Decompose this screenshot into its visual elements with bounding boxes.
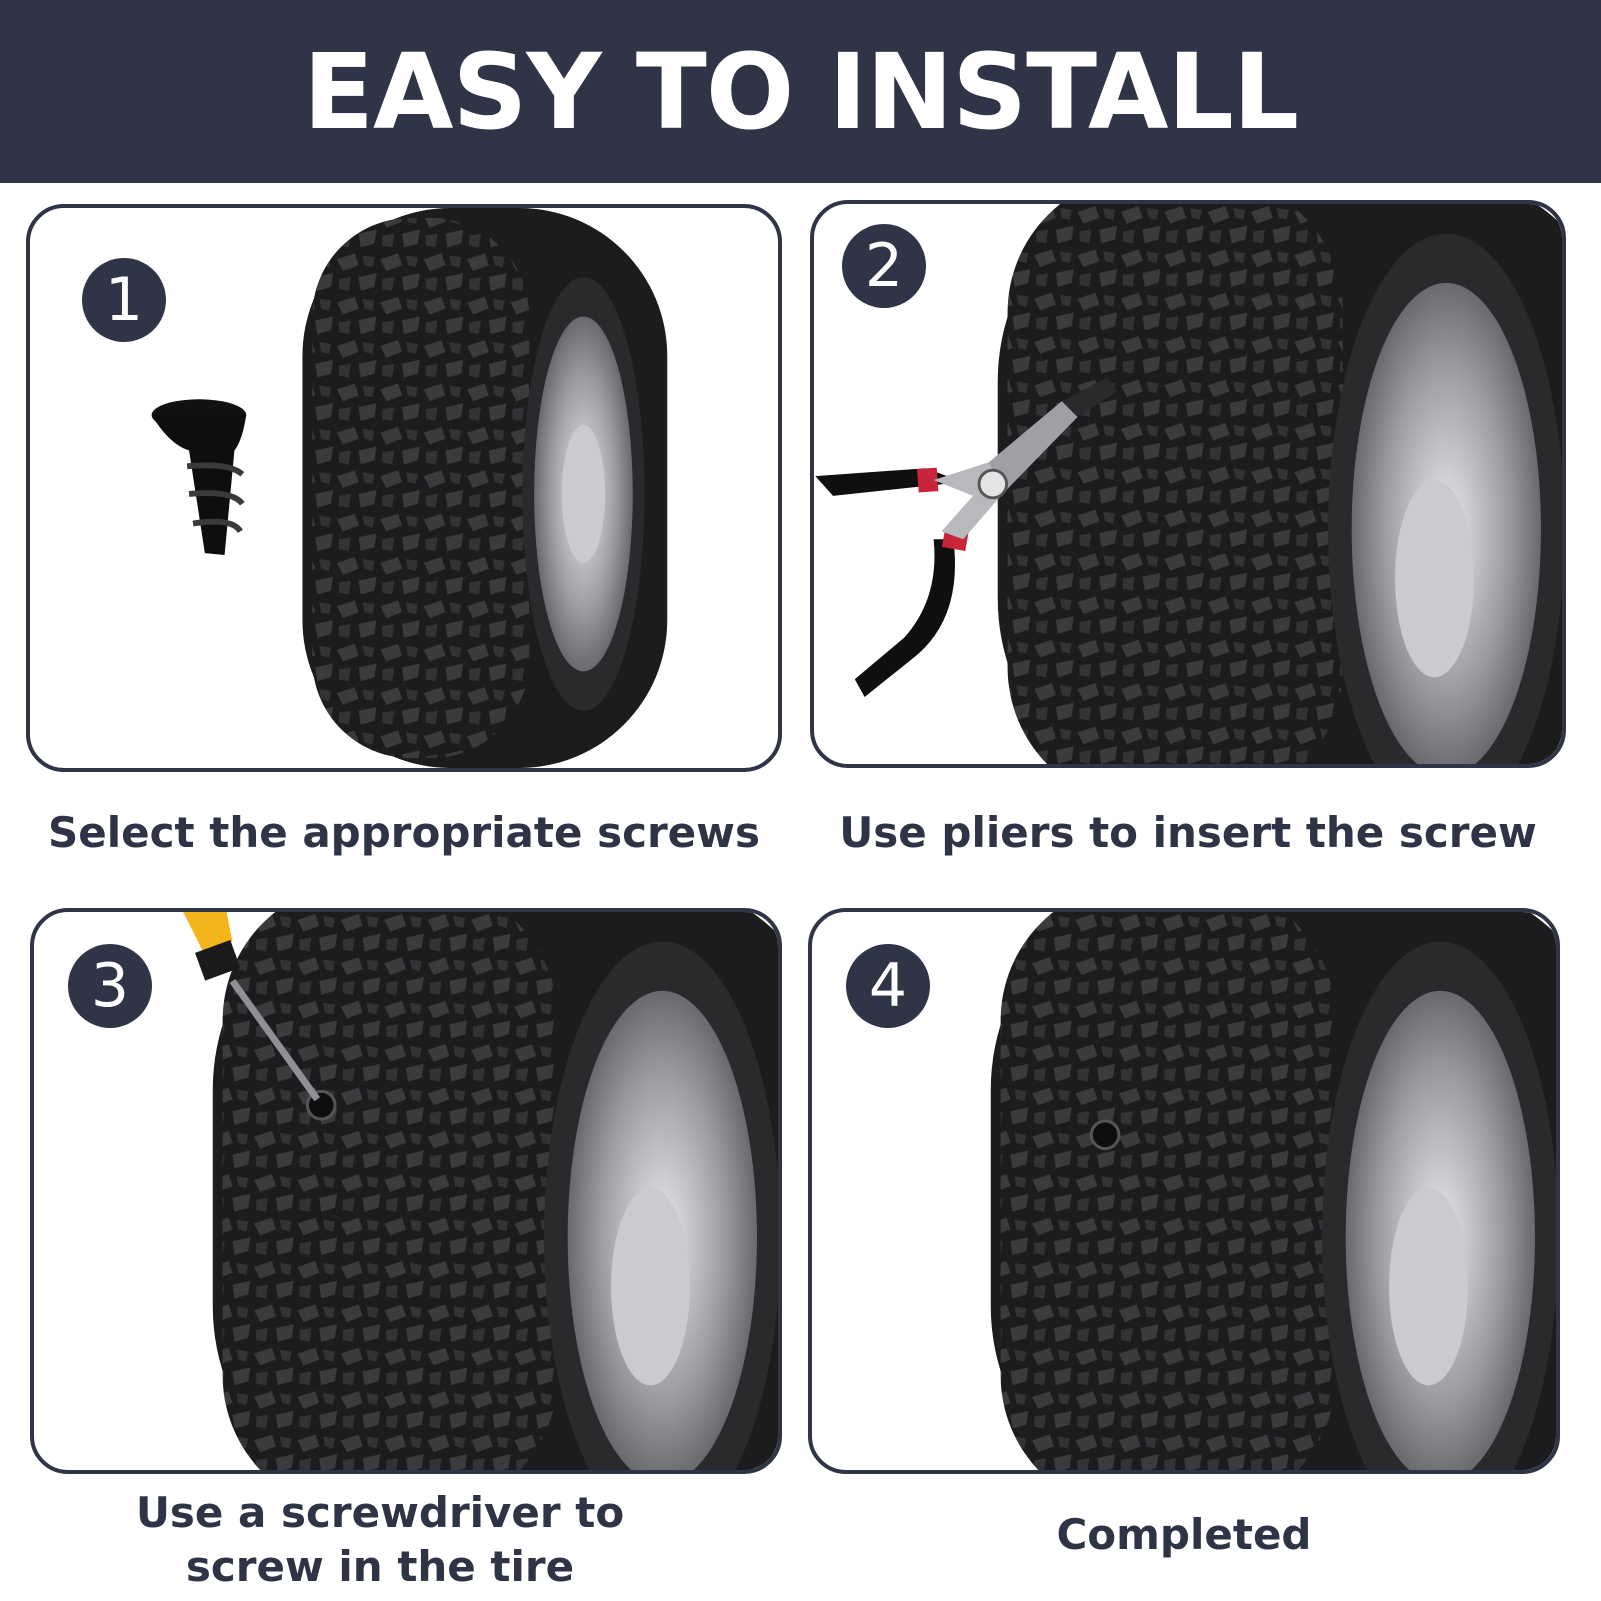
wheel-hub (611, 1188, 690, 1386)
header-banner: EASY TO INSTALL (0, 0, 1601, 183)
page-title: EASY TO INSTALL (302, 30, 1299, 153)
pliers-icon (815, 377, 1118, 697)
step-number-badge: 1 (82, 258, 166, 342)
tire-tread (312, 217, 530, 759)
step-4-panel: 4 (808, 908, 1560, 1474)
step-2-caption: Use pliers to insert the screw (839, 808, 1537, 857)
inserted-screw (1089, 1119, 1121, 1151)
step-number-badge: 2 (842, 224, 926, 308)
step-3-panel: 3 (30, 908, 782, 1474)
wheel-hub (1395, 480, 1474, 678)
tire-tread (1000, 912, 1336, 1470)
wheel-hub (561, 424, 606, 563)
step-1-panel: 1 (26, 204, 782, 772)
tire-tread (1007, 204, 1343, 764)
step-number-badge: 3 (68, 944, 152, 1028)
wheel-hub (1389, 1188, 1468, 1386)
rubber-screw-icon (151, 399, 247, 556)
step-4-caption: Completed (1056, 1510, 1312, 1559)
step-3-caption: Use a screwdriver to screw in the tire (135, 1488, 625, 1591)
tire-illustration (212, 912, 778, 1470)
screwdriver-icon (183, 912, 321, 1102)
tire-illustration (997, 204, 1562, 764)
step-1-caption: Select the appropriate screws (48, 808, 760, 857)
step-2-panel: 2 (810, 200, 1566, 768)
tire-illustration (302, 208, 668, 768)
step-number-badge: 4 (846, 944, 930, 1028)
tire-tread (222, 912, 558, 1470)
tire-illustration (990, 912, 1556, 1470)
